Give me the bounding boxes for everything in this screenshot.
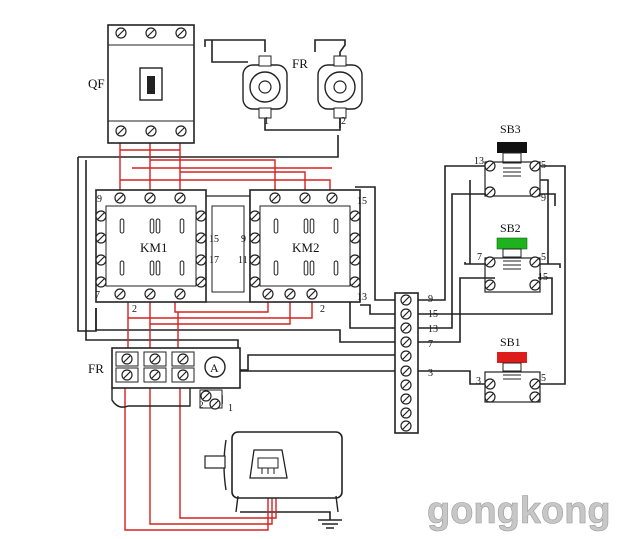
tb-label-3: 3: [428, 368, 433, 379]
km2-terminal-15: 15: [357, 196, 367, 207]
sb1-terminal-3: 3: [476, 376, 481, 387]
contactor-km2: KM2 9 11 15 13 2: [238, 189, 367, 315]
km1-terminal-15: 15: [209, 234, 219, 245]
ammeter-symbol: A: [210, 361, 219, 375]
km2-terminal-9: 9: [241, 234, 246, 245]
sb2-terminal-15: 15: [538, 272, 548, 283]
sb3-terminal-9: 9: [541, 193, 546, 204]
circuit-breaker-qf: QF: [88, 24, 195, 144]
sb2-cap: [496, 237, 528, 250]
sb3-terminal-5: 5: [541, 160, 546, 171]
relay-bottom-label: FR: [88, 361, 104, 376]
relay-coil-left: [242, 55, 288, 119]
contactor-km1: KM1 9 7 15 17 2: [95, 189, 219, 315]
relay-top-terminal-1: 1: [264, 116, 269, 127]
watermark: gongkong: [427, 490, 611, 533]
terminal-block: 9 15 13 7 3: [394, 292, 438, 434]
thermal-relay-top: FR 1 2: [242, 55, 363, 127]
relay-top-terminal-2: 2: [341, 116, 346, 127]
breaker-label: QF: [88, 76, 105, 91]
sb3-cap: [497, 142, 527, 153]
tb-label-15: 15: [428, 309, 438, 320]
km1-terminal-2: 2: [132, 304, 137, 315]
pushbutton-sb2: SB2 7 5 15: [477, 221, 548, 293]
km2-terminal-11: 11: [238, 255, 248, 266]
tb-label-13: 13: [428, 324, 438, 335]
sb2-terminal-7: 7: [477, 252, 482, 263]
sb2-label: SB2: [500, 221, 521, 235]
sb1-cap: [497, 352, 527, 363]
relay-top-label: FR: [292, 56, 308, 71]
pushbutton-sb3: SB3 13 5 9: [474, 122, 546, 204]
sb1-terminal-5: 5: [541, 373, 546, 384]
km1-label: KM1: [140, 240, 167, 255]
km1-terminal-17: 17: [209, 255, 219, 266]
relay-coil-right: [317, 55, 363, 119]
sb2-terminal-5: 5: [541, 252, 546, 263]
sb3-label: SB3: [500, 122, 521, 136]
relay-bottom-terminal-2: 2: [199, 400, 204, 410]
interlock-bracket: [206, 195, 251, 303]
thermal-relay-bottom: FR A 2 1: [88, 347, 241, 414]
km2-terminal-2: 2: [320, 304, 325, 315]
tb-label-9: 9: [428, 294, 433, 305]
km1-terminal-9: 9: [97, 194, 102, 205]
pushbutton-sb1: SB1 3 5: [476, 335, 546, 403]
tb-label-7: 7: [428, 339, 433, 350]
km2-terminal-13: 13: [357, 292, 367, 303]
km2-label: KM2: [292, 240, 319, 255]
sb1-label: SB1: [500, 335, 521, 349]
relay-bottom-terminal-1: 1: [228, 403, 233, 414]
sb3-terminal-13: 13: [474, 156, 484, 167]
interlock-inner: [211, 205, 245, 293]
km1-terminal-7: 7: [95, 290, 100, 301]
watermark-text: gongkong: [427, 490, 611, 532]
ammeter-dial: [204, 356, 226, 378]
motor: [204, 431, 343, 513]
